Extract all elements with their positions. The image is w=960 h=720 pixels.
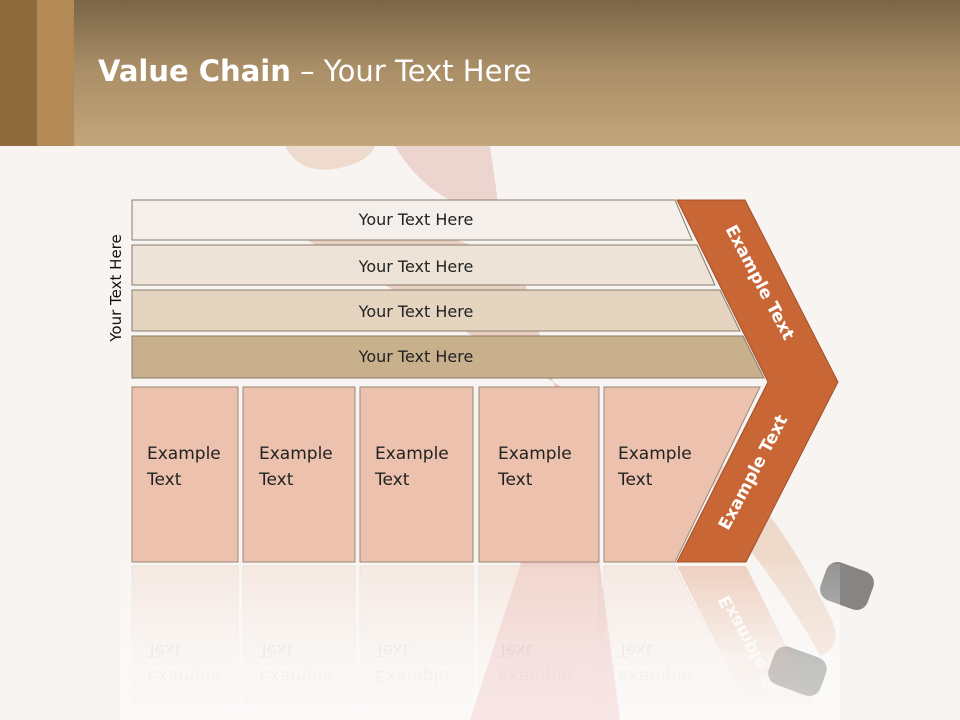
primary-cell-4-line2: Text [497, 470, 533, 490]
support-bar-3 [131, 289, 741, 332]
primary-cell-5-line2: Text [617, 470, 653, 490]
primary-cell-4-line1: Example [498, 444, 572, 464]
support-bar-4-label: Your Text Here [358, 347, 474, 366]
primary-cell-3 [359, 386, 474, 563]
slide-title-bold: Value Chain [98, 54, 291, 88]
primary-cell-3-line1: Example [375, 444, 449, 464]
primary-cell-2 [242, 386, 356, 563]
margin-chevron: Example Text Example Text [676, 199, 839, 563]
margin-chevron-shape [676, 199, 839, 563]
primary-cell-1-line2: Text [146, 470, 182, 490]
title-band-accent-dark [0, 0, 37, 146]
primary-cell-5-line1: Example [618, 444, 692, 464]
slide-title-rest: – Your Text Here [290, 54, 532, 88]
primary-cells: Example Text Example Text Example Text E… [131, 386, 761, 563]
title-band [0, 0, 960, 146]
support-bar-2-label: Your Text Here [358, 257, 474, 276]
reflection-fade [120, 564, 840, 720]
primary-cell-4 [478, 386, 600, 563]
support-bar-4 [131, 335, 765, 379]
slide-title: Value Chain – Your Text Here [98, 54, 532, 88]
diagram-reflection: Text Example Text Example Text Example T… [120, 564, 840, 720]
title-band-accent-light [37, 0, 74, 146]
primary-cell-5 [603, 386, 761, 563]
support-bar-1-label: Your Text Here [358, 210, 474, 229]
primary-cell-1 [131, 386, 239, 563]
support-bar-3-label: Your Text Here [358, 302, 474, 321]
support-bar-2 [131, 244, 716, 286]
primary-cell-2-line2: Text [258, 470, 294, 490]
primary-cell-3-line2: Text [374, 470, 410, 490]
primary-cell-1-line1: Example [147, 444, 221, 464]
primary-cell-2-line1: Example [259, 444, 333, 464]
support-bar-1 [131, 199, 693, 241]
support-bars: Your Text Here Your Text Here Your Text … [131, 199, 765, 379]
